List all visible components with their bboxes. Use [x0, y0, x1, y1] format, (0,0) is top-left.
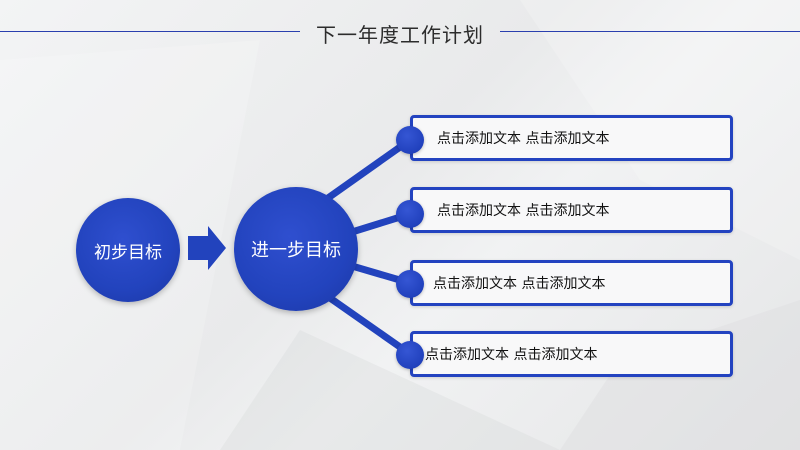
- title-rule-left: [0, 31, 300, 32]
- text-box-label: 点击添加文本 点击添加文本: [425, 347, 598, 363]
- connector-4: [326, 294, 414, 358]
- text-box-1[interactable]: 点击添加文本 点击添加文本: [410, 115, 733, 161]
- text-box-label: 点击添加文本 点击添加文本: [437, 131, 610, 147]
- text-box-4[interactable]: 点击添加文本 点击添加文本: [410, 331, 733, 377]
- text-box-label: 点击添加文本 点击添加文本: [433, 276, 606, 292]
- start-goal-circle: 初步目标: [76, 198, 180, 302]
- node-dot-4: [396, 341, 424, 369]
- node-dot-1: [396, 126, 424, 154]
- next-goal-label: 进一步目标: [251, 240, 341, 261]
- page-title: 下一年度工作计划: [316, 23, 484, 47]
- text-box-3[interactable]: 点击添加文本 点击添加文本: [410, 260, 733, 306]
- connector-1: [324, 136, 414, 202]
- text-box-2[interactable]: 点击添加文本 点击添加文本: [410, 187, 733, 233]
- text-box-label: 点击添加文本 点击添加文本: [437, 203, 610, 219]
- title-rule-right: [500, 31, 800, 32]
- right-arrow-icon: [188, 226, 226, 270]
- node-dot-2: [396, 200, 424, 228]
- start-goal-label: 初步目标: [94, 242, 162, 263]
- node-dot-3: [396, 270, 424, 298]
- next-goal-circle: 进一步目标: [234, 187, 358, 311]
